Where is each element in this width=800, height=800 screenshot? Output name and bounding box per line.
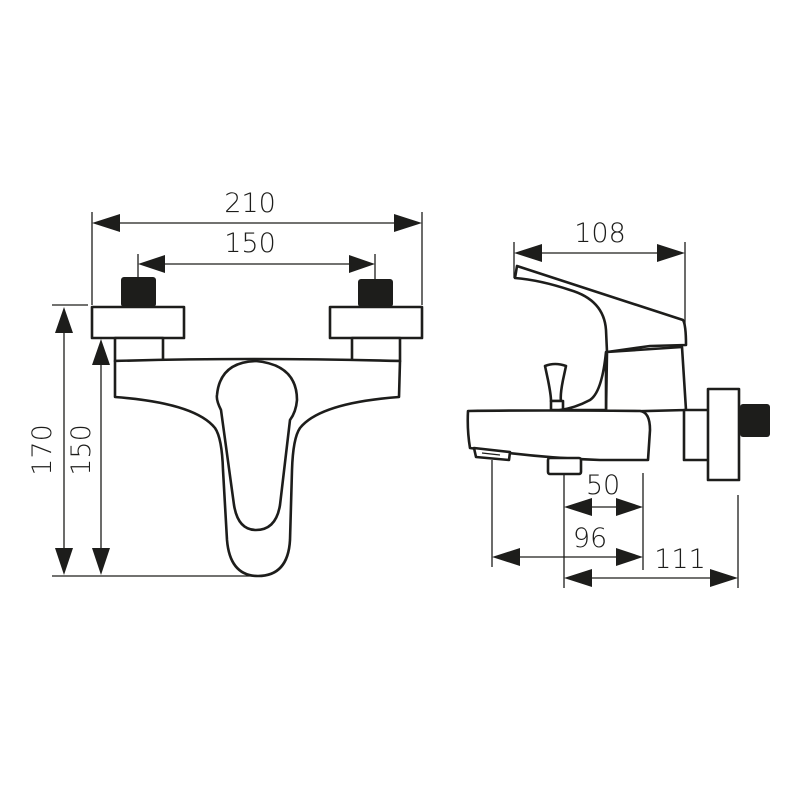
- arrow-up-icon: [92, 339, 110, 365]
- arrow-right-icon: [657, 244, 685, 262]
- dimension-label-50: 50: [586, 470, 620, 501]
- front-view: 210 150 170: [27, 188, 424, 578]
- dimension-spout-reach: 96: [491, 460, 643, 567]
- shower-outlet: [546, 456, 583, 476]
- arrow-left-icon: [564, 498, 592, 516]
- dimension-label-96: 96: [573, 523, 607, 554]
- dimension-overall-height: 170: [27, 304, 258, 577]
- right-inlet-thread: [358, 279, 393, 307]
- wall-connector: [682, 408, 711, 462]
- arrow-down-icon: [92, 548, 110, 575]
- spout: [466, 409, 652, 462]
- dimension-lever-length: 108: [513, 218, 686, 345]
- arrow-right-icon: [710, 569, 738, 587]
- arrow-left-icon: [564, 569, 592, 587]
- aerator-detail: [481, 452, 501, 456]
- dimension-label-210: 210: [224, 188, 276, 219]
- dimension-label-150-vertical: 150: [66, 424, 97, 476]
- side-lever: [513, 264, 688, 354]
- dimension-wall-projection: 111: [563, 474, 739, 588]
- left-escutcheon: [90, 305, 186, 340]
- wall-escutcheon: [706, 387, 741, 482]
- arrow-left-icon: [514, 244, 542, 262]
- arrow-right-icon: [394, 214, 422, 232]
- dimension-overall-width: 210: [91, 188, 423, 305]
- dimension-label-170: 170: [27, 424, 58, 476]
- arrow-left-icon: [92, 214, 120, 232]
- arrow-left-icon: [492, 548, 520, 566]
- dimension-label-111: 111: [654, 544, 706, 575]
- cartridge-collar: [604, 345, 688, 414]
- body-curve: [558, 350, 608, 412]
- side-view: 108 50: [466, 218, 770, 588]
- arrow-right-icon: [616, 498, 643, 516]
- arrow-up-icon: [55, 307, 73, 333]
- dimension-inlet-centers: 150: [137, 228, 376, 300]
- left-inlet-thread: [121, 277, 156, 307]
- arrow-left-icon: [138, 255, 165, 273]
- dimension-inlet-height: 150: [66, 339, 110, 575]
- left-connector: [113, 336, 165, 363]
- arrow-down-icon: [55, 548, 73, 575]
- dimension-label-150-horizontal: 150: [224, 228, 276, 259]
- diverter-knob: [543, 362, 568, 403]
- right-escutcheon: [328, 305, 424, 340]
- dimension-label-108: 108: [574, 218, 626, 249]
- right-connector: [350, 336, 402, 363]
- arrow-right-icon: [349, 255, 375, 273]
- arrow-right-icon: [616, 548, 643, 566]
- dimension-spout-offset: 50: [564, 470, 644, 570]
- lever-handle: [215, 359, 299, 532]
- wall-inlet-thread: [740, 404, 770, 437]
